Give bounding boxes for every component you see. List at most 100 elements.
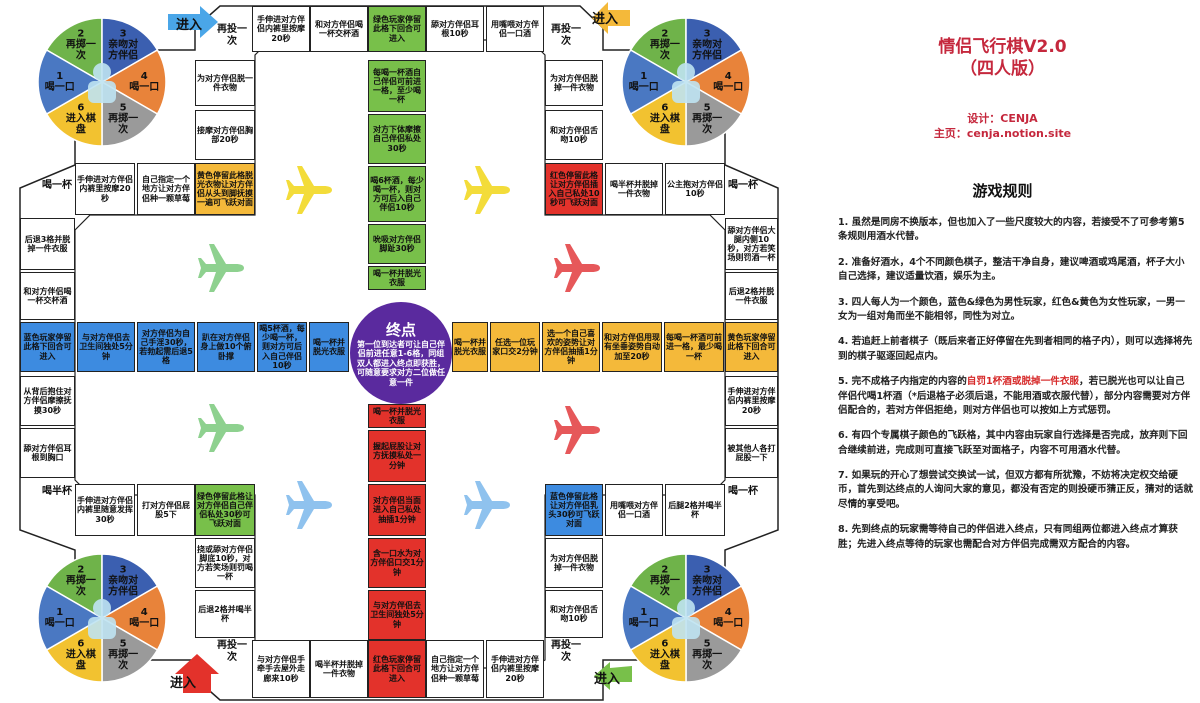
corner-label[interactable]: 再投一次	[551, 24, 581, 47]
board-cell[interactable]: 绿色停留此格让对方伴侣自己伴侣私处30秒可飞跃对面	[195, 484, 255, 536]
wheel-number: 3	[703, 564, 711, 576]
board-cell[interactable]: 喝一杯并脱光衣服	[368, 266, 426, 290]
rule-item: 3. 四人每人为一个颜色，蓝色&绿色为男性玩家，红色&黄色为女性玩家，一男一女为…	[838, 296, 1185, 322]
board-cell[interactable]: 为对方伴侣脱掉一件衣物	[545, 60, 603, 106]
board-cell[interactable]: 喝6杯酒，每少喝一杯，则对方可后入自己伴侣10秒	[368, 166, 426, 222]
board-cell[interactable]: 和对方伴侣喝一杯交杯酒	[310, 6, 368, 52]
wheel-segment	[621, 584, 688, 652]
board-cell[interactable]: 舔对方伴侣大腿内侧10秒，对方若笑场则罚酒一杯	[725, 218, 778, 270]
board-cell[interactable]: 红色玩家停留此格下回合可进入	[368, 640, 426, 698]
board-cell[interactable]: 与对方伴侣手牵手去屋外走廊来10秒	[252, 640, 310, 698]
airplane-icon	[286, 166, 332, 214]
board-cell[interactable]: 从背后抱住对方伴侣摩擦抚摸30秒	[20, 376, 75, 426]
board-cell[interactable]: 吮吸对方伴侣脚趾30秒	[368, 224, 426, 264]
board-cell[interactable]: 为对方伴侣脱掉一件衣物	[545, 538, 603, 588]
corner-label[interactable]: 喝一杯	[728, 486, 758, 497]
board-cell[interactable]: 用嘴喂对方伴侣一口酒	[486, 6, 544, 52]
corner-label[interactable]: 喝半杯	[42, 486, 72, 497]
rule-item: 6. 有四个专属棋子颜色的飞跃格，其中内容由玩家自行选择是否完成，放弃则下回合继…	[838, 430, 1188, 456]
board-cell[interactable]: 与对方伴侣去卫生间独处5分钟	[77, 322, 135, 372]
wheel-text: 亲吻对方伴侣	[692, 575, 723, 598]
board-cell[interactable]: 握起屁股让对方抚摸私处一分钟	[368, 430, 426, 482]
board-cell[interactable]: 手伸进对方伴侣内裤里按摩20秒	[75, 163, 135, 215]
enter-label: 进入	[592, 12, 619, 27]
corner-label[interactable]: 喝一杯	[42, 180, 72, 191]
board-cell[interactable]: 后退2格并脱一件衣服	[725, 272, 778, 320]
board-cell[interactable]: 黄色停留此格脱光衣物让对方伴侣从头到脚抚摸一遍可飞跃对面	[195, 163, 255, 215]
designer-credit: 设计：CENJA	[967, 112, 1038, 125]
board-cell[interactable]: 为对方伴侣脱一件衣物	[195, 60, 255, 106]
board-cell[interactable]: 每喝一杯酒自己伴侣可前进一格，至少喝一杯	[368, 60, 426, 112]
board-cell[interactable]: 舔对方伴侣耳根10秒	[426, 6, 484, 52]
board-cell[interactable]: 和对方伴侣喝一杯交杯酒	[20, 272, 75, 320]
board-cell[interactable]: 公主抱对方伴侣10秒	[665, 163, 725, 215]
board-cell[interactable]: 选一个自己喜欢的姿势让对方伴侣抽插1分钟	[542, 322, 600, 372]
corner-label[interactable]: 再投一次	[217, 640, 247, 663]
corner-label[interactable]: 再投一次	[551, 640, 581, 663]
board-cell[interactable]: 喝一杯并脱光衣服	[452, 322, 488, 372]
board-cell[interactable]: 后腿2格并喝半杯	[665, 484, 725, 536]
board-cell[interactable]: 蓝色玩家停留此格下回合可进入	[20, 322, 75, 372]
board-cell[interactable]: 趴在对方伴侣身上做10个俯卧撑	[197, 322, 255, 372]
board-cell[interactable]: 手伸进对方伴侣内裤里随意发挥30秒	[75, 484, 135, 536]
board-cell[interactable]: 喝5杯酒，每少喝一杯，则对方可后入自己伴侣10秒	[257, 322, 307, 372]
wheel-text: 再掷一次	[65, 575, 96, 598]
board-cell[interactable]: 对方伴侣当面进入自己私处抽插1分钟	[368, 484, 426, 536]
corner-label[interactable]: 喝一杯	[728, 180, 758, 191]
board-cell[interactable]: 绿色玩家停留此格下回合可进入	[368, 6, 426, 52]
wheel-number: 5	[119, 102, 127, 114]
board-cell[interactable]: 手伸进对方伴侣内裤里按摩20秒	[252, 6, 310, 52]
wheel-segment	[45, 553, 103, 620]
rule-text: ，若已脱光也可以让自己伴侣代喝1杯酒（*后退格子必须后退，不能用酒或衣服代替），…	[838, 376, 1191, 416]
board-cell[interactable]: 后退3格并脱掉一件衣服	[20, 218, 75, 270]
board-cell[interactable]: 红色停留此格让对方伴侣插入自己私处10秒可飞跃对面	[545, 163, 603, 215]
board-cell[interactable]: 对方伴侣为自己手淫30秒，若勃起需后退5格	[137, 322, 195, 372]
board-cell[interactable]: 被其他人各打屁股一下	[725, 428, 778, 478]
board-cell[interactable]: 任选一位玩家口交2分钟	[490, 322, 540, 372]
finish-center[interactable]: 终点 第一位到达者可让自己伴侣前进任意1-6格，同组双人都进入终点即获胜，可随意…	[353, 305, 449, 401]
board-cell[interactable]: 喝半杯并脱掉一件衣物	[605, 163, 663, 215]
board-cell[interactable]: 手伸进对方伴侣内裤里按摩20秒	[486, 640, 544, 698]
board-cell[interactable]: 蓝色停留此格让对方伴侣乳头30秒可飞跃对面	[545, 484, 603, 536]
wheel-text: 进入棋盘	[649, 649, 680, 672]
board-cell[interactable]: 和对方伴侣用现有坐垂姿势自动加至20秒	[602, 322, 662, 372]
board-cell[interactable]: 后退2格并喝半杯	[195, 590, 255, 638]
board-cell[interactable]: 喝一杯并脱光衣服	[309, 322, 349, 372]
board-cell[interactable]: 和对方伴侣舌吻10秒	[545, 110, 603, 160]
board-cell[interactable]: 每喝一杯酒可前进一格，最少喝一杯	[664, 322, 724, 372]
board-cell[interactable]: 自己指定一个地方让对方伴侣种一颗草莓	[426, 640, 484, 698]
board-cell[interactable]: 打对方伴侣屁股5下	[137, 484, 195, 536]
wheel-number: 6	[77, 102, 85, 114]
board-cell[interactable]: 自己指定一个地方让对方伴侣种一颗草莓	[137, 163, 195, 215]
board-cell[interactable]: 舔对方伴侣耳根到胸口	[20, 428, 75, 478]
board-cell[interactable]: 黄色玩家停留此格下回合可进入	[725, 322, 778, 372]
player-figure-icon	[93, 63, 111, 81]
rule-item: 4. 若追赶上前者棋子（既后来者正好停留在先到者相同的格子内），则可以选择将先到…	[838, 336, 1193, 362]
board-cell[interactable]: 喝半杯并脱掉一件衣物	[310, 640, 368, 698]
credits: 设计：CENJA 主页：cenja.notion.site	[805, 112, 1200, 142]
board-cell[interactable]: 用嘴喂对方伴侣一口酒	[605, 484, 663, 536]
board-cell[interactable]: 对方下体摩擦自己伴侣私处30秒	[368, 114, 426, 164]
wheel-number: 6	[661, 638, 669, 650]
wheel-segment	[621, 48, 688, 116]
enter-arrow-red	[175, 654, 219, 693]
board-cell[interactable]: 挠或舔对方伴侣脚底10秒，对方若笑场则罚喝一杯	[195, 538, 255, 588]
rule-highlight: 自罚1杯酒或脱掉一件衣服	[966, 376, 1080, 388]
homepage-link[interactable]: 主页：cenja.notion.site	[933, 126, 1072, 140]
board-cell[interactable]: 手伸进对方伴侣内裤里按摩20秒	[725, 376, 778, 426]
board-cell[interactable]: 与对方伴侣去卫生间独处5分钟	[368, 590, 426, 640]
wheel-text: 亲吻对方伴侣	[108, 39, 139, 62]
board-cell[interactable]: 含一口水为对方伴侣口交1分钟	[368, 538, 426, 588]
board-cell[interactable]: 和对方伴侣舌吻10秒	[545, 590, 603, 638]
board-cell[interactable]: 接摩对方伴侣胸部20秒	[195, 110, 255, 160]
corner-label[interactable]: 再投一次	[217, 24, 247, 47]
board-cell[interactable]: 喝一杯并脱光衣服	[368, 404, 426, 428]
player-figure-icon	[93, 599, 111, 617]
wheel-number: 6	[661, 102, 669, 114]
wheel-number: 4	[724, 607, 732, 618]
wheel-segment	[684, 584, 751, 652]
